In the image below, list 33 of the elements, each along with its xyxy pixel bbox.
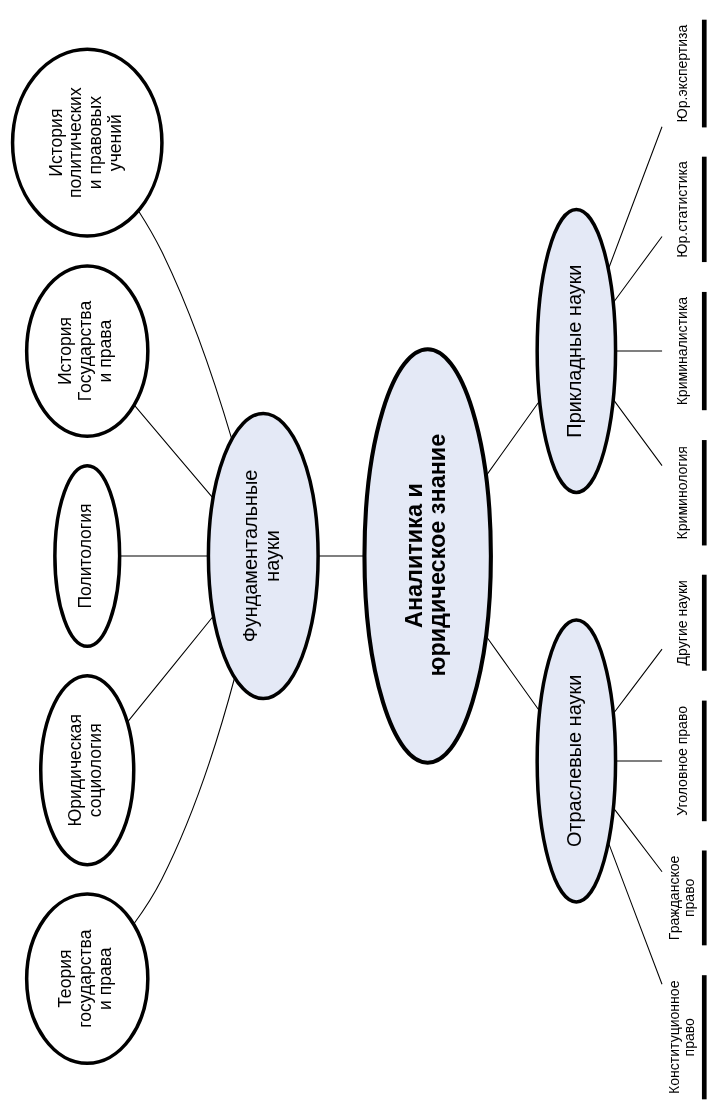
node-ellipse: История Государства и права [24, 264, 150, 438]
connector [134, 404, 214, 499]
connector [607, 841, 663, 985]
connector [612, 807, 663, 873]
connector [612, 648, 663, 715]
node-ellipse: Фундаментальные науки [206, 411, 320, 701]
node-ellipse: Политология [53, 463, 122, 649]
node-ellipse: Теория государства и права [24, 892, 150, 1066]
connector [485, 635, 541, 712]
connector [607, 126, 663, 270]
node-text: Криминология [673, 446, 690, 540]
connector [615, 760, 663, 762]
node-ellipse: Прикладные науки [535, 207, 618, 495]
connector [138, 210, 233, 440]
connector [119, 555, 209, 557]
node-text: Юр.экспертиза [673, 24, 690, 123]
node-text: Гражданское право [666, 855, 698, 941]
node-text: Уголовное право [673, 705, 690, 816]
node-ellipse: История политических и правовых учений [10, 47, 164, 238]
connector [133, 677, 236, 925]
node-text: Криминалистика [673, 296, 690, 406]
node-ellipse: Аналитика и юридическое знание [362, 347, 493, 765]
connector [126, 615, 215, 723]
node-text: Другие науки [673, 580, 690, 666]
connector [612, 235, 663, 304]
connector [317, 555, 366, 557]
node-text: Конституционное право [666, 980, 698, 1095]
connector [615, 350, 663, 352]
node-ellipse: Отраслевые науки [535, 618, 618, 904]
connector [612, 398, 663, 467]
connector [485, 400, 541, 477]
node-ellipse: Юридическая социология [39, 674, 136, 867]
node-text: Юр.статистика [673, 161, 690, 258]
